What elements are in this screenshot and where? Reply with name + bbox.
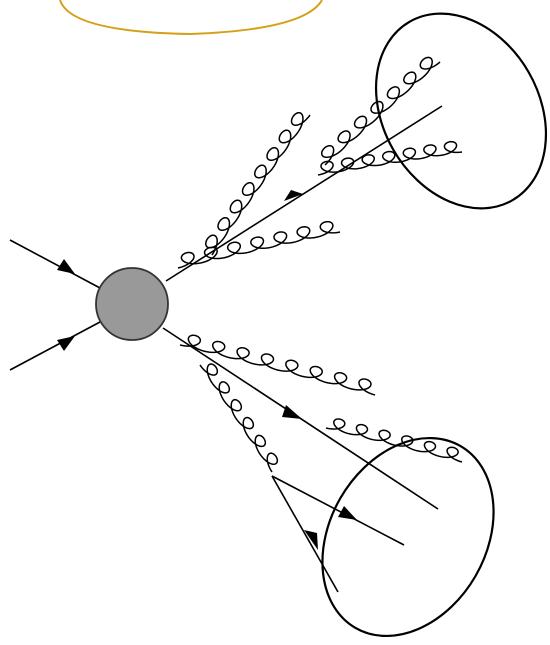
incoming-particle-line-1 — [10, 240, 100, 288]
split-arrow-2 — [304, 530, 318, 550]
incoming-particle-line-2 — [10, 322, 100, 370]
gluon-6 — [200, 364, 277, 472]
decorative-arc — [60, 0, 322, 34]
interaction-vertex — [96, 268, 168, 340]
incoming-particles — [10, 240, 100, 370]
gluon-1 — [178, 222, 340, 268]
gluon-2 — [206, 113, 310, 255]
gluon-7 — [326, 419, 462, 462]
outgoing-quark-line-upper — [166, 106, 442, 281]
jet-cone-ellipse-lower — [288, 407, 528, 645]
incoming-arrow-2 — [57, 336, 75, 351]
jet-cone-ellipse-upper — [342, 0, 550, 239]
split-arrow-1 — [338, 506, 357, 520]
quark-arrow-lower — [282, 405, 302, 419]
gluon-3 — [322, 57, 440, 165]
incoming-arrow-1 — [57, 259, 75, 274]
